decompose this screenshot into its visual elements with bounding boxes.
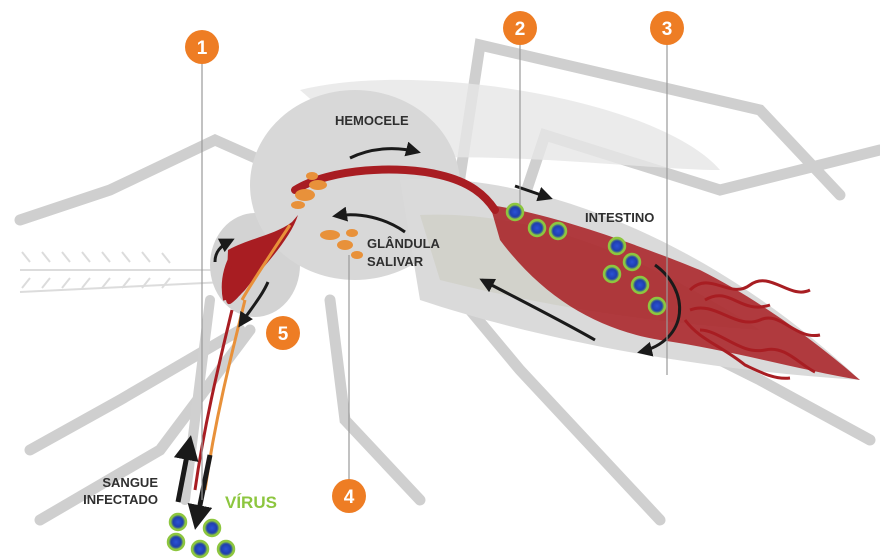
step-number: 1 [197,38,208,59]
step-number: 4 [344,487,355,508]
label-virus: VÍRUS [225,493,277,512]
step-number: 3 [662,19,673,40]
label-sangue: SANGUE [102,475,158,490]
step-number: 2 [515,19,526,40]
label-salivar: SALIVAR [367,254,424,269]
step-marker-3: 3 [650,11,684,45]
label-glandula: GLÂNDULA [367,236,441,251]
step-number: 5 [278,324,289,345]
label-hemocele: HEMOCELE [335,113,409,128]
step-marker-4: 4 [332,479,366,513]
mosquito-body [20,45,880,520]
step-marker-5: 5 [266,316,300,350]
virus-particles-blood [168,514,234,557]
antenna [20,252,230,292]
step-marker-1: 1 [185,30,219,64]
step-marker-2: 2 [503,11,537,45]
label-infectado: INFECTADO [83,492,158,507]
label-intestino: INTESTINO [585,210,654,225]
